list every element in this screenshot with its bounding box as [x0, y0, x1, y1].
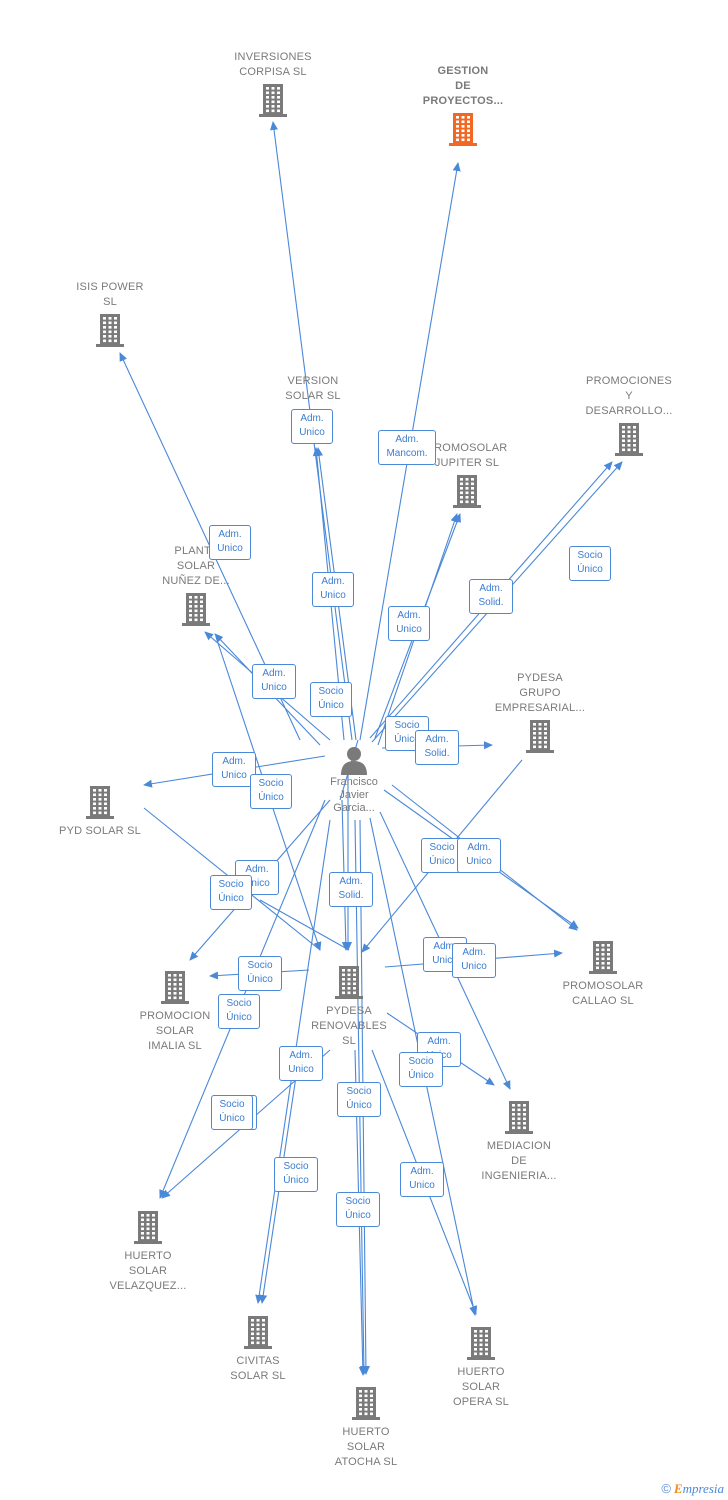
relation-badge[interactable]: Adm. Unico: [212, 752, 256, 787]
person-icon: [341, 747, 367, 775]
empresia-watermark: ©Empresia: [661, 1481, 724, 1497]
relation-badge[interactable]: Adm. Unico: [252, 664, 296, 699]
building-icon: [505, 1101, 533, 1134]
building-icon: [453, 475, 481, 508]
relation-badge[interactable]: Adm. Solid.: [469, 579, 513, 614]
copyright-symbol: ©: [661, 1481, 671, 1496]
company-name: VERSION SOLAR SL: [285, 375, 341, 402]
relation-badge[interactable]: Socio Único: [336, 1192, 380, 1227]
company-node-renovables[interactable]: PYDESA RENOVABLES SL: [284, 962, 414, 1049]
relation-badge[interactable]: Adm. Solid.: [415, 730, 459, 765]
building-icon: [259, 84, 287, 117]
relation-badge[interactable]: Socio Único: [211, 1095, 253, 1130]
company-node-corpisa[interactable]: INVERSIONES CORPISA SL: [208, 50, 338, 118]
company-name: PROMOCIONES Y DESARROLLO...: [585, 375, 673, 417]
company-node-pydsolar[interactable]: PYD SOLAR SL: [35, 782, 165, 839]
relation-badge[interactable]: Adm. Unico: [457, 838, 501, 873]
company-name: CIVITAS SOLAR SL: [230, 1355, 286, 1382]
company-name: PYD SOLAR SL: [59, 825, 141, 837]
company-node-mediacion[interactable]: MEDIACION DE INGENIERIA...: [454, 1097, 584, 1184]
company-name: PROMOCION SOLAR IMALIA SL: [139, 1010, 211, 1052]
person-name: Francisco Javier Garcia...: [330, 776, 378, 814]
building-icon: [589, 941, 617, 974]
company-name: HUERTO SOLAR ATOCHA SL: [334, 1426, 398, 1468]
relation-badge[interactable]: Socio Único: [218, 994, 260, 1029]
building-icon: [352, 1387, 380, 1420]
company-node-civitas[interactable]: CIVITAS SOLAR SL: [193, 1312, 323, 1384]
relation-badge[interactable]: Adm. Mancom.: [378, 430, 436, 465]
building-icon: [134, 1211, 162, 1244]
company-node-jupiter[interactable]: PROMOSOLAR JUPITER SL: [402, 441, 532, 509]
company-name: PLANTA SOLAR NUÑEZ DE...: [162, 545, 230, 587]
company-name: HUERTO SOLAR OPERA SL: [452, 1366, 509, 1408]
company-name: MEDIACION DE INGENIERIA...: [481, 1140, 557, 1182]
relation-badge[interactable]: Adm. Unico: [209, 525, 251, 560]
company-name: PYDESA GRUPO EMPRESARIAL...: [494, 672, 586, 714]
company-name: GESTION DE PROYECTOS...: [422, 65, 504, 107]
company-name: INVERSIONES CORPISA SL: [234, 51, 312, 78]
relation-badge[interactable]: Adm. Unico: [312, 572, 354, 607]
company-node-promociones[interactable]: PROMOCIONES Y DESARROLLO...: [564, 374, 694, 457]
brand-name: mpresia: [682, 1481, 724, 1496]
company-node-nunez[interactable]: PLANTA SOLAR NUÑEZ DE...: [131, 544, 261, 627]
relation-badge[interactable]: Socio Único: [210, 875, 252, 910]
building-icon: [615, 423, 643, 456]
building-icon: [449, 113, 477, 146]
building-icon: [467, 1327, 495, 1360]
brand-initial: E: [673, 1481, 683, 1496]
company-name: PROMOSOLAR CALLAO SL: [562, 980, 644, 1007]
company-node-grupo[interactable]: PYDESA GRUPO EMPRESARIAL...: [475, 671, 605, 754]
company-name: PYDESA RENOVABLES SL: [311, 1005, 387, 1047]
relation-badge[interactable]: Adm. Unico: [388, 606, 430, 641]
company-node-velazquez[interactable]: HUERTO SOLAR VELAZQUEZ...: [83, 1207, 213, 1294]
building-icon: [96, 314, 124, 347]
company-node-version[interactable]: VERSION SOLAR SL: [248, 374, 378, 404]
relation-badge[interactable]: Adm. Unico: [452, 943, 496, 978]
company-node-gestion[interactable]: GESTION DE PROYECTOS...: [398, 64, 528, 147]
relation-badge[interactable]: Socio Único: [310, 682, 352, 717]
relation-badge[interactable]: Adm. Unico: [291, 409, 333, 444]
relation-badge[interactable]: Adm. Unico: [279, 1046, 323, 1081]
company-name: HUERTO SOLAR VELAZQUEZ...: [109, 1250, 187, 1292]
company-node-isis[interactable]: ISIS POWER SL: [45, 280, 175, 348]
company-node-atocha[interactable]: HUERTO SOLAR ATOCHA SL: [301, 1383, 431, 1470]
company-node-imalia[interactable]: PROMOCION SOLAR IMALIA SL: [110, 967, 240, 1054]
company-name: ISIS POWER SL: [76, 281, 144, 308]
relation-badge[interactable]: Socio Único: [337, 1082, 381, 1117]
relation-badge[interactable]: Socio Único: [250, 774, 292, 809]
person-node[interactable]: Francisco Javier Garcia...: [309, 744, 399, 815]
company-name: PROMOSOLAR JUPITER SL: [426, 442, 508, 469]
relation-badge[interactable]: Socio Único: [238, 956, 282, 991]
building-icon: [182, 593, 210, 626]
relation-edge: [259, 899, 350, 951]
building-icon: [244, 1316, 272, 1349]
building-icon: [86, 786, 114, 819]
relation-badge[interactable]: Adm. Unico: [400, 1162, 444, 1197]
company-node-opera[interactable]: HUERTO SOLAR OPERA SL: [416, 1323, 546, 1410]
building-icon: [526, 720, 554, 753]
building-icon: [335, 966, 363, 999]
relation-badge[interactable]: Socio Único: [569, 546, 611, 581]
building-icon: [161, 971, 189, 1004]
relation-badge[interactable]: Adm. Solid.: [329, 872, 373, 907]
relation-badge[interactable]: Socio Único: [274, 1157, 318, 1192]
relation-badge[interactable]: Socio Único: [399, 1052, 443, 1087]
company-node-callao[interactable]: PROMOSOLAR CALLAO SL: [538, 937, 668, 1009]
